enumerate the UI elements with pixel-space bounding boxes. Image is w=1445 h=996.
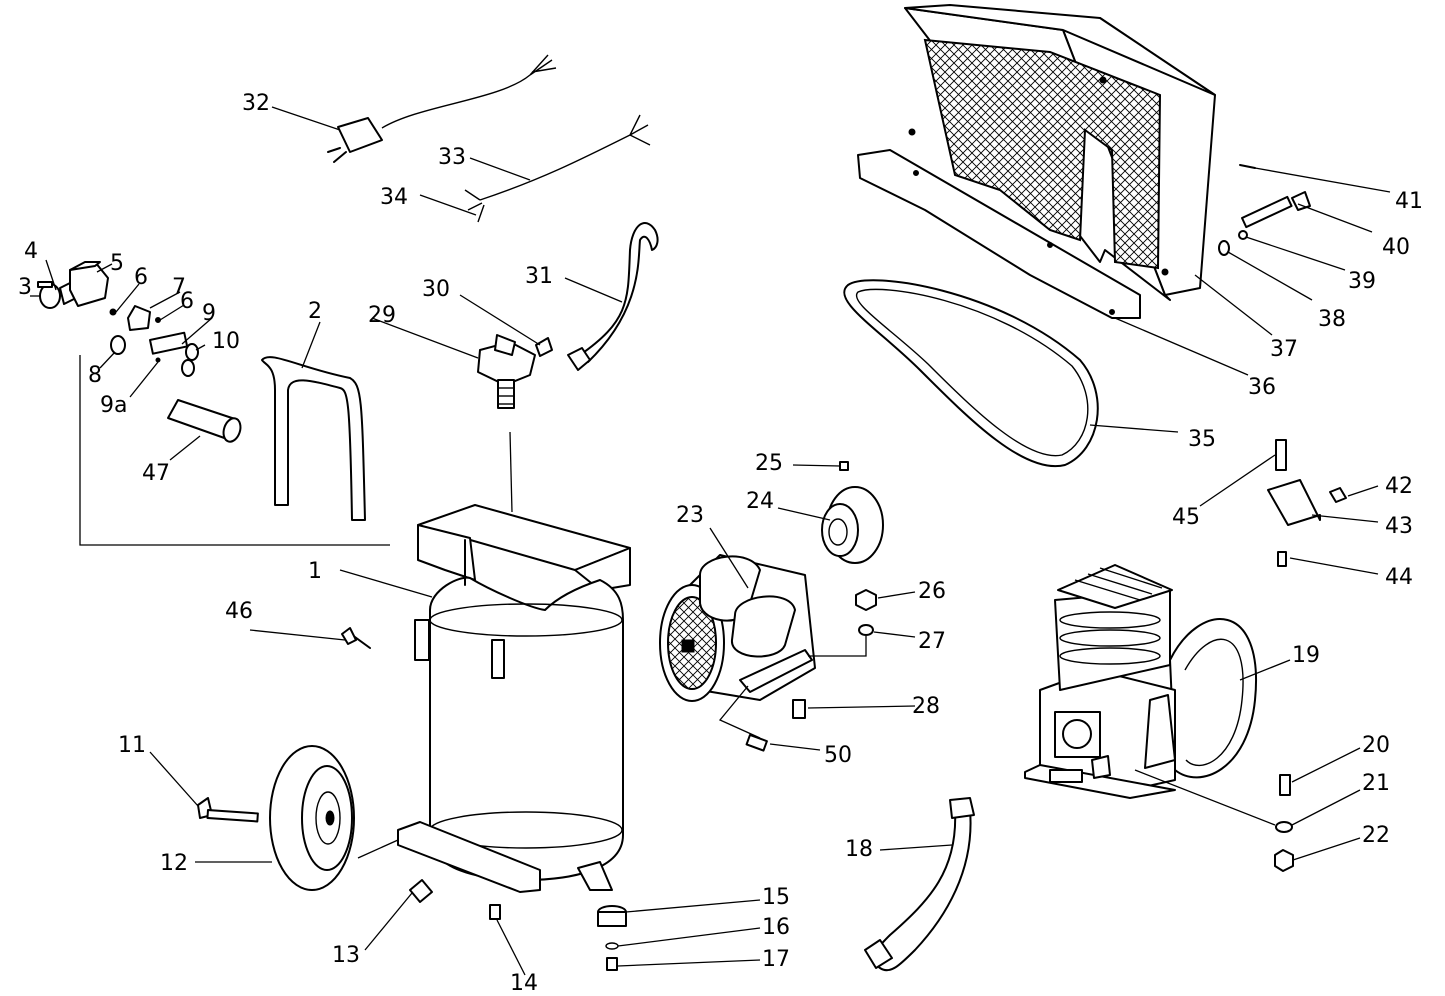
callout-31: 31: [525, 264, 553, 289]
callout-30: 30: [422, 277, 450, 302]
callout-24: 24: [746, 489, 774, 514]
callout-23: 23: [676, 503, 704, 528]
callout-6a: 6: [134, 265, 148, 290]
callout-16: 16: [762, 915, 790, 940]
callout-28: 28: [912, 694, 940, 719]
motor-pulley: [821, 461, 884, 564]
callout-21: 21: [1362, 771, 1390, 796]
callout-39: 39: [1348, 269, 1376, 294]
callout-27: 27: [918, 629, 946, 654]
motor-hardware: [745, 589, 877, 752]
callout-47: 47: [142, 461, 170, 486]
callout-20: 20: [1362, 733, 1390, 758]
leader-lines: [30, 106, 1391, 976]
callout-18: 18: [845, 837, 873, 862]
callout-37: 37: [1270, 337, 1298, 362]
check-valve: [477, 334, 553, 409]
wheel: [269, 745, 355, 891]
callout-12: 12: [160, 851, 188, 876]
handle-grip: [167, 399, 242, 443]
callout-15: 15: [762, 885, 790, 910]
power-cord: [327, 54, 557, 163]
callout-35: 35: [1188, 427, 1216, 452]
callout-9a: 9a: [100, 393, 127, 418]
callout-34: 34: [380, 185, 408, 210]
callout-25: 25: [755, 451, 783, 476]
guard-bolt-assembly: [1218, 164, 1311, 256]
callout-44: 44: [1385, 565, 1413, 590]
callout-8: 8: [88, 363, 102, 388]
callout-3: 3: [18, 275, 32, 300]
motor-wire-harness: [464, 114, 651, 223]
electric-motor: [659, 554, 816, 702]
callout-6b: 6: [180, 289, 194, 314]
belt-guard: [857, 4, 1216, 319]
callout-17: 17: [762, 947, 790, 972]
callout-36: 36: [1248, 375, 1276, 400]
compressor-pump: [1024, 564, 1258, 799]
callout-4: 4: [24, 239, 38, 264]
callout-32: 32: [242, 91, 270, 116]
handle: [261, 356, 366, 521]
callout-22: 22: [1362, 823, 1390, 848]
axle-bolt: [197, 797, 259, 823]
callout-2: 2: [308, 299, 322, 324]
callout-45: 45: [1172, 505, 1200, 530]
callout-43: 43: [1385, 514, 1413, 539]
air-tank: [397, 504, 631, 893]
callout-9: 9: [202, 301, 216, 326]
callout-14: 14: [510, 971, 538, 996]
callout-41: 41: [1395, 189, 1423, 214]
callout-26: 26: [918, 579, 946, 604]
callout-38: 38: [1318, 307, 1346, 332]
callout-labels: 1 2 3 4 5 6 6 7 8 9 9a 10 11 12 13 14 15…: [18, 91, 1423, 996]
callout-10: 10: [212, 329, 240, 354]
callout-42: 42: [1385, 474, 1413, 499]
callout-19: 19: [1292, 643, 1320, 668]
drive-belt: [843, 279, 1099, 468]
discharge-tube: [864, 797, 975, 972]
pump-mount-hardware: [1274, 774, 1294, 872]
callout-33: 33: [438, 145, 466, 170]
callout-13: 13: [332, 943, 360, 968]
callout-1: 1: [308, 559, 322, 584]
outlet-tube: [567, 222, 659, 371]
callout-40: 40: [1382, 235, 1410, 260]
callout-7: 7: [172, 275, 186, 300]
callout-5: 5: [110, 251, 124, 276]
callout-11: 11: [118, 733, 146, 758]
motor-bracket: [1267, 439, 1347, 567]
callout-50: 50: [824, 743, 852, 768]
callout-46: 46: [225, 599, 253, 624]
callout-29: 29: [368, 303, 396, 328]
